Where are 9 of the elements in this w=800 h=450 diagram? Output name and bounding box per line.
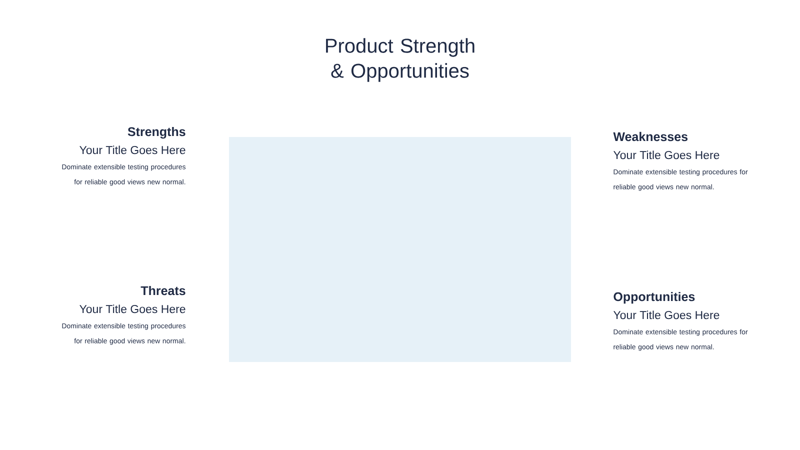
block-heading: Weaknesses: [613, 132, 688, 142]
block-subtitle: Your Title Goes Here: [80, 304, 186, 314]
block-heading: Opportunities: [614, 292, 695, 304]
block-subtitle: Your Title Goes Here: [80, 146, 186, 154]
title: Product Strength & Opportunities: [326, 38, 474, 82]
block-heading: Strengths: [128, 126, 186, 139]
block-subtitle: Your Title Goes Here: [613, 310, 720, 320]
block-subtitle: Your Title Goes Here: [613, 150, 720, 160]
block-heading: Threats: [140, 286, 186, 296]
